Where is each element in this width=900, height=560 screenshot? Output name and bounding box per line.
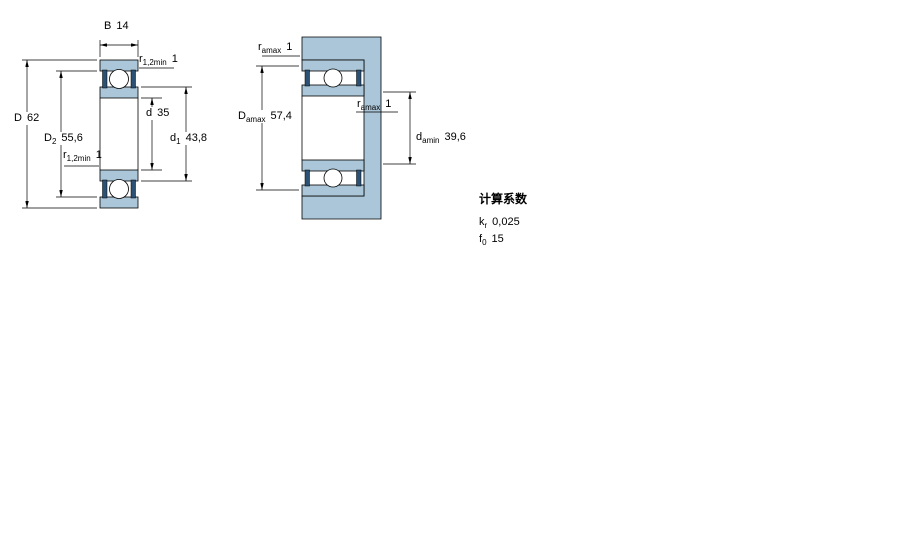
seal-left-bottom-mounted bbox=[304, 169, 310, 187]
seal-left-top-mounted bbox=[304, 69, 310, 87]
seal-right-top bbox=[130, 69, 136, 89]
seal-right-bottom-mounted bbox=[356, 169, 362, 187]
bearing-mounting-view bbox=[301, 36, 382, 220]
seal-right-bottom bbox=[130, 179, 136, 199]
ball-bottom bbox=[109, 179, 129, 199]
mounting-dimension-lines bbox=[256, 55, 416, 191]
section-dimension-lines bbox=[22, 40, 192, 209]
seal-left-top bbox=[102, 69, 108, 89]
seal-left-bottom bbox=[102, 179, 108, 199]
ball-bottom-mounted bbox=[323, 168, 343, 188]
ball-top bbox=[109, 69, 129, 89]
ball-top-mounted bbox=[323, 68, 343, 88]
calculation-factors-heading: 计算系数 bbox=[479, 192, 528, 206]
bearing-cross-section-view bbox=[99, 59, 139, 209]
seal-right-top-mounted bbox=[356, 69, 362, 87]
